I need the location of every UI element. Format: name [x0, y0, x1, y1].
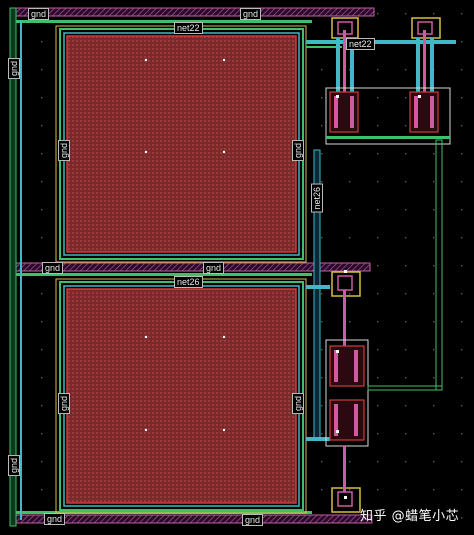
gnd-label-left-rail-low: gnd [8, 455, 20, 477]
net22-wire[interactable] [306, 40, 456, 48]
gnd-label-bottom-left: gnd [44, 513, 66, 525]
capacitor-top[interactable] [55, 25, 307, 263]
net26-label-vertical: net26 [311, 184, 323, 213]
gnd-label-top-mid: gnd [240, 8, 262, 20]
device-block-lower[interactable] [325, 339, 443, 447]
watermark: 知乎 @蜡笔小芯 [360, 505, 459, 524]
net26-label-cap: net26 [174, 276, 203, 288]
gnd-label-left-rail: gnd [8, 58, 20, 80]
gnd-label-cap2-left: gnd [58, 393, 70, 415]
gnd-label-top-left: gnd [28, 8, 50, 20]
net26-wire[interactable] [306, 149, 330, 441]
capacitor-bottom[interactable] [55, 278, 307, 514]
gnd-label-mid-left: gnd [42, 262, 64, 274]
device-block-upper[interactable] [325, 87, 451, 391]
transistor-top-right[interactable] [411, 17, 441, 100]
gnd-label-cap2-right: gnd [292, 393, 304, 415]
net22-label-cap: net22 [174, 22, 203, 34]
contact-markers [336, 95, 421, 499]
watermark-brand: 知乎 [360, 509, 388, 524]
net22-label-right: net22 [346, 38, 375, 50]
transistor-bottom[interactable] [331, 446, 361, 513]
gnd-label-cap1-right: gnd [292, 140, 304, 162]
gnd-left-rail[interactable] [9, 7, 22, 527]
gnd-label-mid-right: gnd [203, 262, 225, 274]
transistor-top-left[interactable] [331, 17, 359, 100]
gnd-label-cap1-left: gnd [58, 140, 70, 162]
watermark-handle: @蜡笔小芯 [391, 509, 460, 524]
gnd-label-bottom-mid: gnd [242, 514, 264, 526]
